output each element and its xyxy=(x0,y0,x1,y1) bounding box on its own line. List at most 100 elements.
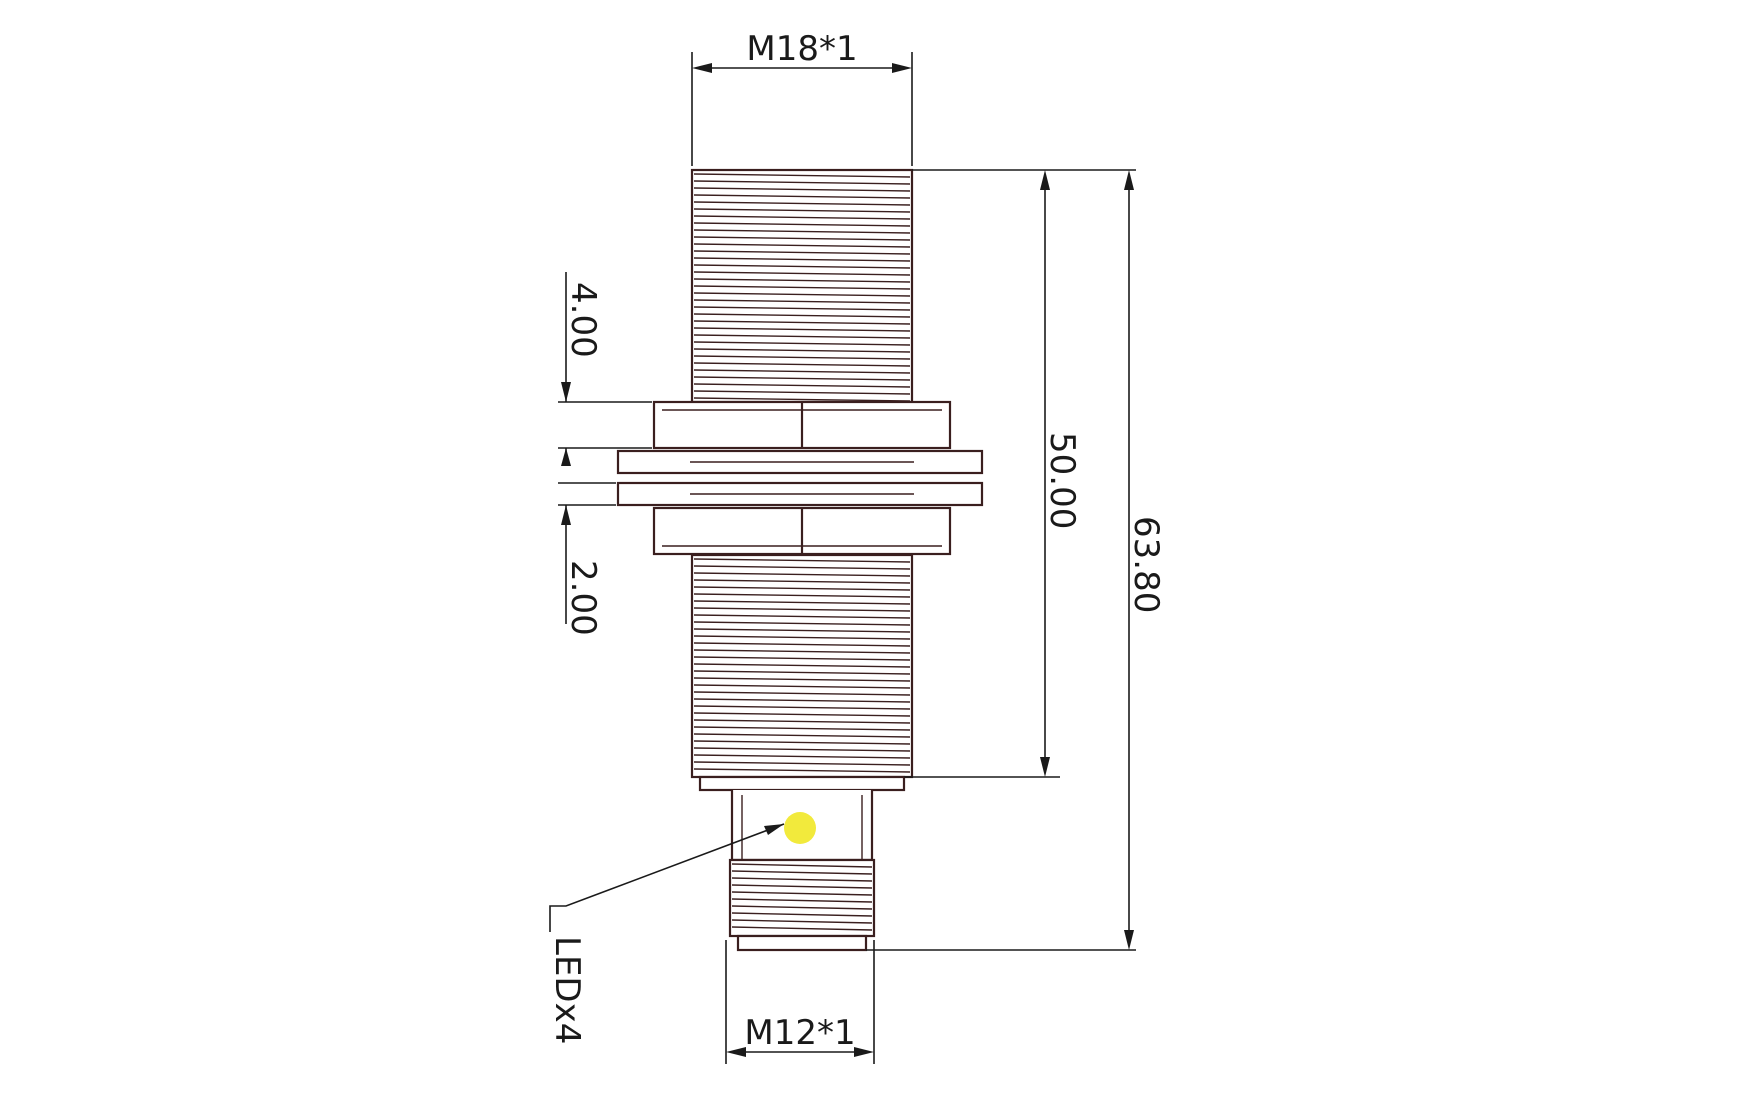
thread-line xyxy=(693,285,911,290)
m12-thread-lines xyxy=(731,863,873,931)
thread-line xyxy=(693,705,911,710)
thread-line xyxy=(693,320,911,325)
thread-line xyxy=(693,362,911,367)
thread-line xyxy=(693,761,911,766)
thread-line xyxy=(693,565,911,570)
thread-line xyxy=(693,369,911,374)
thread-line xyxy=(693,187,911,192)
thread-line xyxy=(693,208,911,213)
thread-line xyxy=(693,656,911,661)
bottom-washer xyxy=(616,481,984,507)
thread-line xyxy=(693,271,911,276)
thread-line xyxy=(693,299,911,304)
dim-thread-bottom: M12*1 xyxy=(725,940,875,1064)
thread-line xyxy=(693,390,911,395)
dim-threaded-length: 50.00 xyxy=(904,169,1136,778)
led-neck xyxy=(730,790,874,862)
top-nut xyxy=(652,400,952,450)
thread-line xyxy=(693,747,911,752)
thread-line xyxy=(731,898,873,903)
thread-line xyxy=(693,215,911,220)
thread-line xyxy=(693,600,911,605)
thread-line xyxy=(693,642,911,647)
thread-line xyxy=(693,236,911,241)
thread-line xyxy=(693,712,911,717)
upper-thread-barrel xyxy=(690,168,914,404)
thread-line xyxy=(731,905,873,910)
thread-line xyxy=(693,341,911,346)
thread-line xyxy=(731,877,873,882)
thread-line xyxy=(693,348,911,353)
label-washer-thickness: 2.00 xyxy=(563,560,603,636)
thread-line xyxy=(693,243,911,248)
thread-line xyxy=(731,919,873,924)
thread-line xyxy=(731,870,873,875)
thread-line xyxy=(731,863,873,868)
m12-connector xyxy=(728,858,876,952)
label-thread-top: M18*1 xyxy=(746,29,857,69)
upper-thread-lines xyxy=(693,173,911,402)
thread-line xyxy=(693,649,911,654)
thread-line xyxy=(731,891,873,896)
thread-line xyxy=(693,327,911,332)
thread-line xyxy=(693,628,911,633)
thread-line xyxy=(693,726,911,731)
thread-line xyxy=(693,180,911,185)
thread-line xyxy=(693,201,911,206)
thread-line xyxy=(693,691,911,696)
thread-line xyxy=(693,306,911,311)
thread-line xyxy=(693,670,911,675)
label-led-callout: LEDx4 xyxy=(547,936,587,1044)
thread-line xyxy=(731,926,873,931)
thread-line xyxy=(693,607,911,612)
thread-line xyxy=(693,768,911,773)
thread-line xyxy=(693,719,911,724)
thread-line xyxy=(693,572,911,577)
dim-nut-height: 4.00 xyxy=(558,272,652,466)
label-nut-height: 4.00 xyxy=(563,282,603,358)
thread-line xyxy=(693,257,911,262)
thread-line xyxy=(731,912,873,917)
thread-line xyxy=(693,740,911,745)
dim-overall-length: 63.80 xyxy=(866,170,1166,951)
thread-line xyxy=(693,173,911,178)
thread-line xyxy=(693,383,911,388)
thread-line xyxy=(693,593,911,598)
thread-line xyxy=(693,586,911,591)
thread-line xyxy=(693,733,911,738)
label-overall-length: 63.80 xyxy=(1126,516,1166,613)
thread-line xyxy=(693,397,911,402)
thread-line xyxy=(693,698,911,703)
thread-line xyxy=(693,663,911,668)
lower-thread-barrel xyxy=(690,553,914,792)
thread-line xyxy=(693,614,911,619)
label-thread-bottom: M12*1 xyxy=(744,1013,855,1053)
thread-line xyxy=(693,579,911,584)
thread-line xyxy=(731,884,873,889)
thread-line xyxy=(693,635,911,640)
label-threaded-length: 50.00 xyxy=(1042,432,1082,529)
thread-line xyxy=(693,313,911,318)
thread-line xyxy=(693,250,911,255)
thread-line xyxy=(693,621,911,626)
thread-line xyxy=(693,292,911,297)
thread-line xyxy=(693,355,911,360)
dim-washer-thickness: 2.00 xyxy=(558,482,616,636)
thread-line xyxy=(693,194,911,199)
lower-thread-lines xyxy=(693,558,911,773)
thread-line xyxy=(693,684,911,689)
thread-line xyxy=(693,278,911,283)
thread-line xyxy=(693,558,911,563)
thread-line xyxy=(693,754,911,759)
thread-line xyxy=(693,229,911,234)
bottom-nut xyxy=(652,506,952,556)
thread-line xyxy=(693,334,911,339)
thread-line xyxy=(693,376,911,381)
led-indicator xyxy=(784,812,816,844)
thread-line xyxy=(693,222,911,227)
top-washer xyxy=(616,449,984,475)
led-callout: LEDx4 xyxy=(547,823,785,1044)
thread-line xyxy=(693,677,911,682)
thread-line xyxy=(693,264,911,269)
